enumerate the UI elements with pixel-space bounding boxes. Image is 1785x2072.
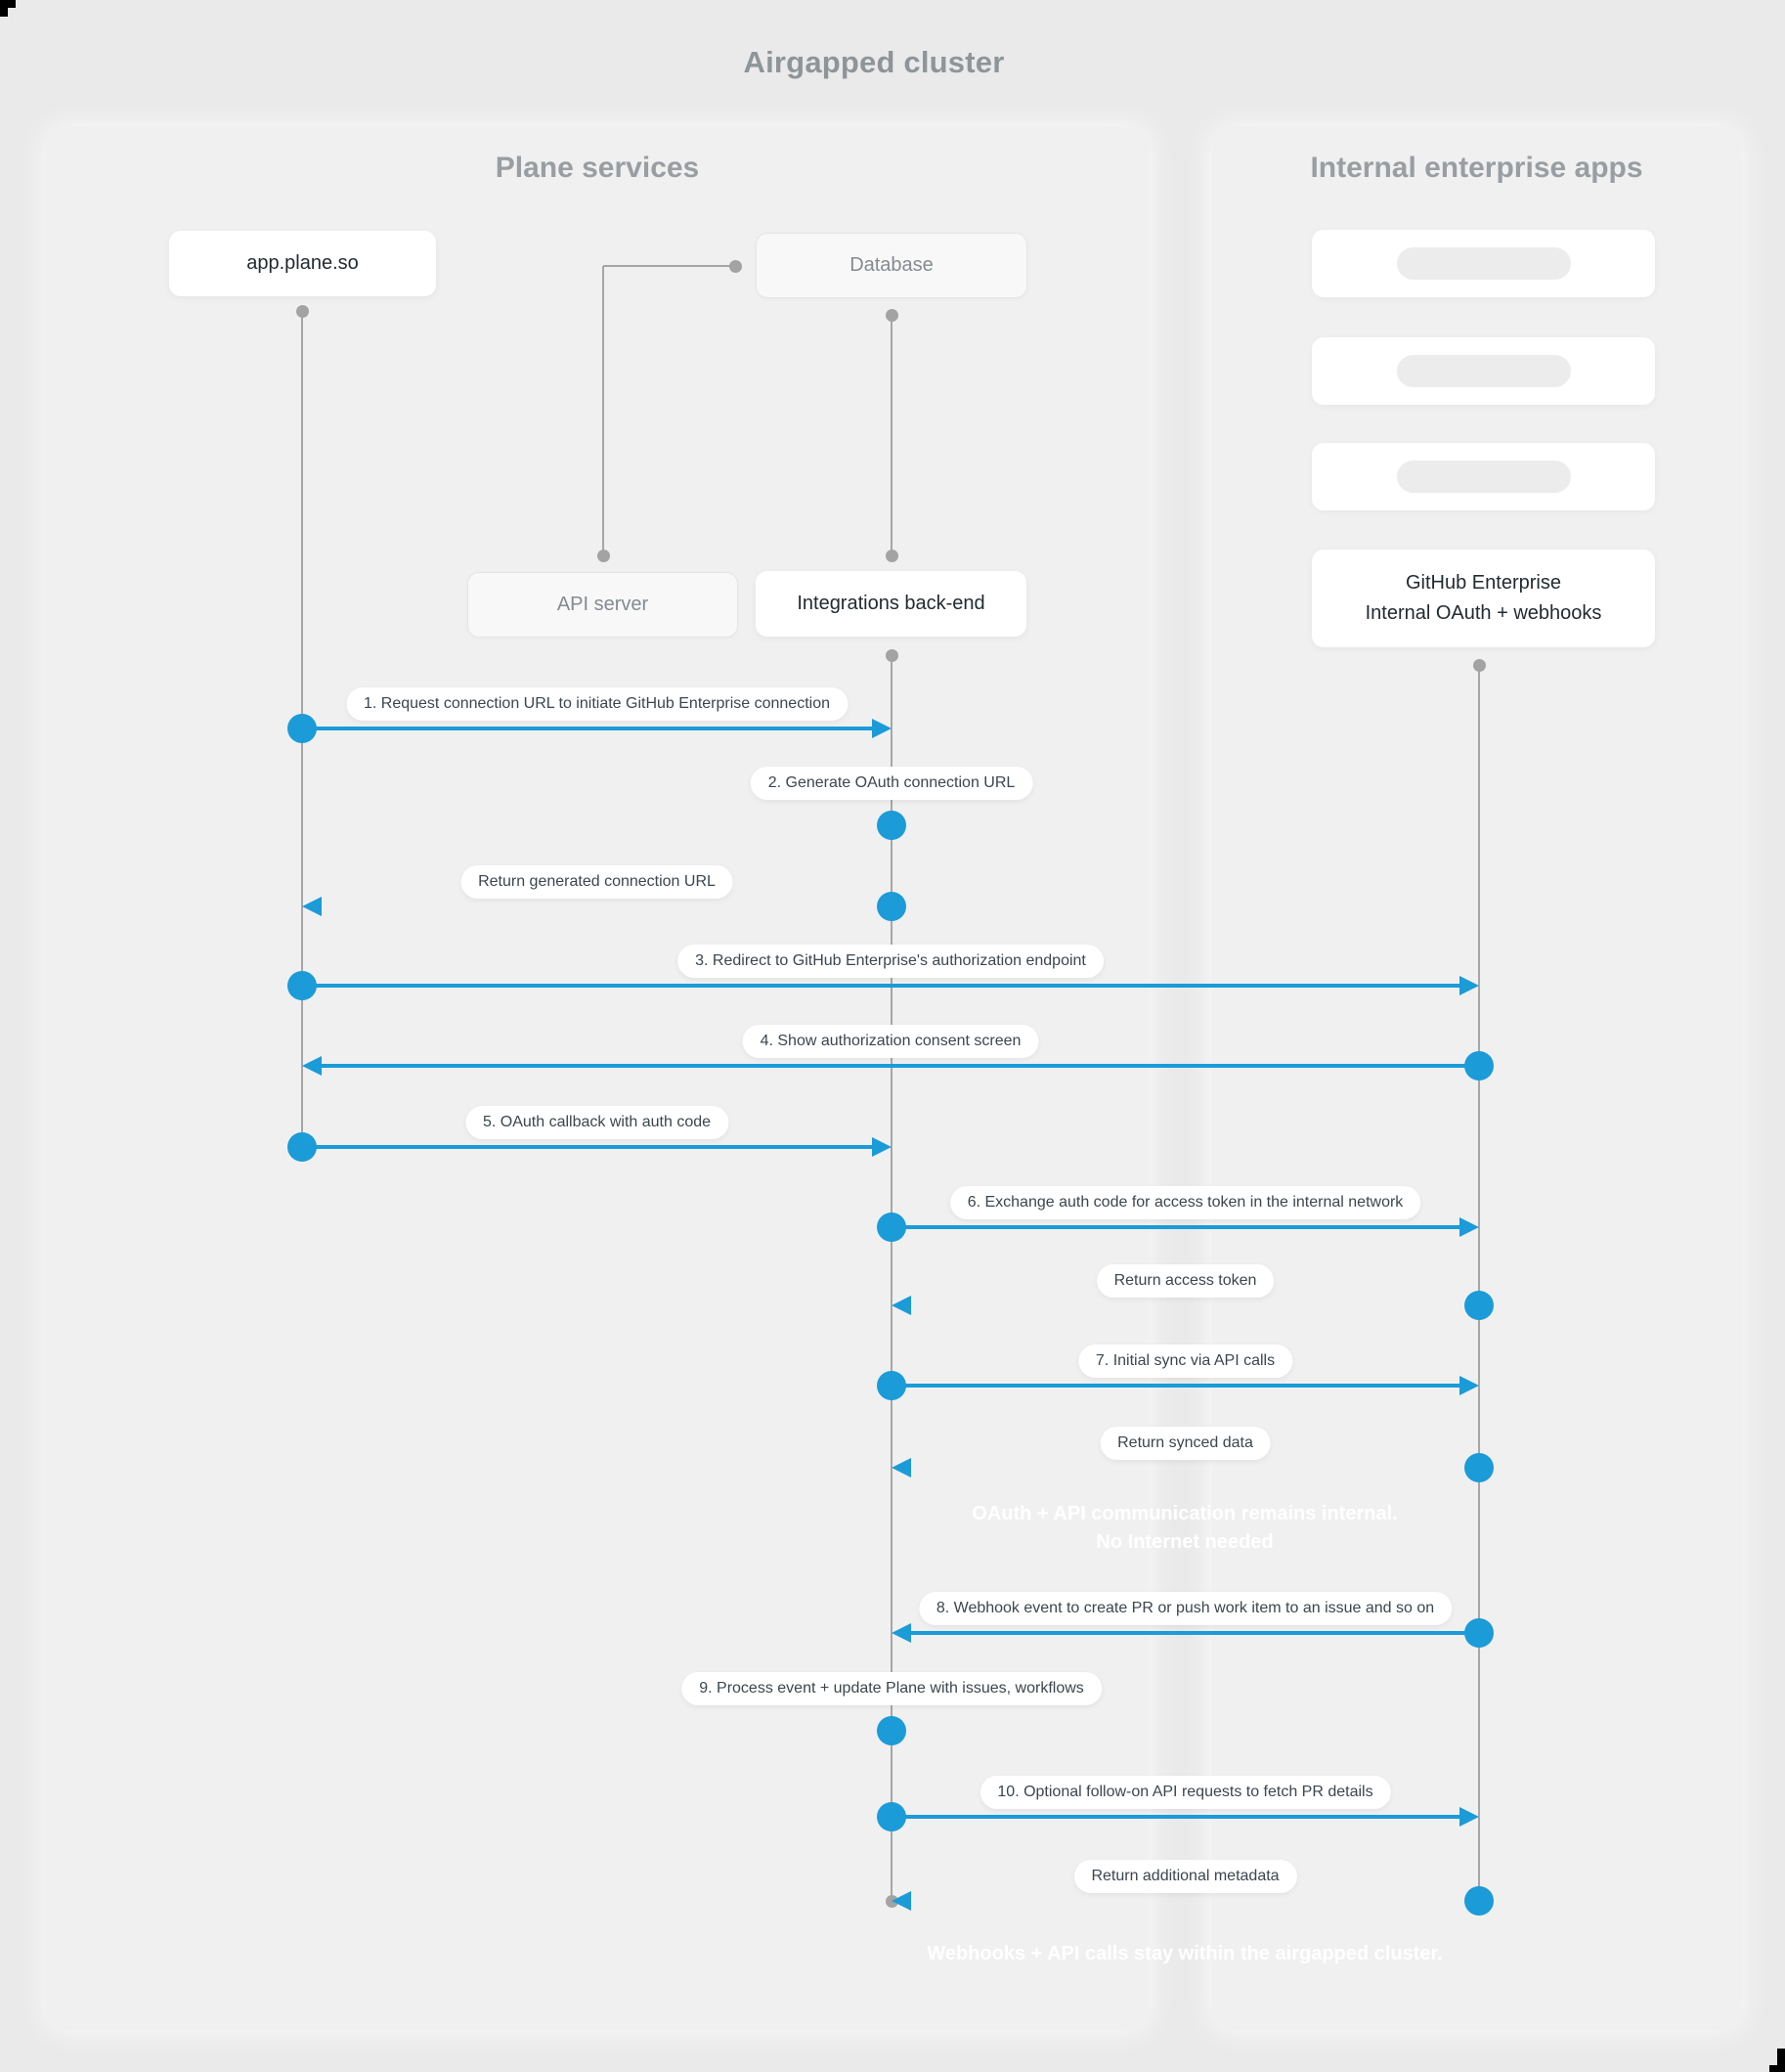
message-label: 2. Generate OAuth connection URL xyxy=(750,767,1033,800)
placeholder-bar xyxy=(1396,355,1571,387)
message-arrow-solid xyxy=(905,1631,1479,1635)
banner-line: Webhooks + API calls stay within the air… xyxy=(927,1942,1443,1964)
actor-github-enterprise-line1: GitHub Enterprise xyxy=(1406,572,1561,594)
actor-github-enterprise: GitHub Enterprise Internal OAuth + webho… xyxy=(1312,550,1655,647)
message-source-dot xyxy=(877,1212,906,1242)
message-label: 10. Optional follow-on API requests to f… xyxy=(980,1776,1391,1809)
message-label: 6. Exchange auth code for access token i… xyxy=(949,1186,1421,1219)
arrowhead xyxy=(1459,1217,1479,1237)
message-label: 3. Redirect to GitHub Enterprise's autho… xyxy=(677,945,1104,978)
placeholder-app-card xyxy=(1312,230,1655,297)
message-source-dot xyxy=(877,892,906,921)
self-action-dot xyxy=(877,811,906,840)
plane-services-header: Plane services xyxy=(495,152,700,184)
connector-api-server-horizontal xyxy=(603,265,735,267)
connector-api-server-vertical xyxy=(602,266,604,555)
self-action-dot xyxy=(877,1716,906,1745)
banner-line: OAuth + API communication remains intern… xyxy=(972,1503,1398,1524)
actor-database-label: Database xyxy=(849,254,934,276)
actor-api-server: API server xyxy=(467,572,738,638)
message-label: 1. Request connection URL to initiate Gi… xyxy=(345,687,849,721)
endpoint-dot xyxy=(295,304,309,318)
message-arrow-dashed xyxy=(316,904,892,908)
arrowhead xyxy=(872,1137,892,1157)
message-arrow-solid xyxy=(892,1815,1465,1819)
banner-internal-communication: OAuth + API communication remains intern… xyxy=(845,1493,1525,1564)
message-label: 9. Process event + update Plane with iss… xyxy=(681,1672,1102,1705)
placeholder-app-card xyxy=(1312,337,1655,405)
actor-app-plane-so-label: app.plane.so xyxy=(246,252,359,274)
endpoint-dot xyxy=(728,259,742,273)
message-arrow-dashed xyxy=(905,1899,1479,1903)
arrowhead xyxy=(302,1056,322,1076)
message-arrow-dashed xyxy=(905,1303,1479,1307)
arrowhead xyxy=(1459,1807,1479,1827)
banner-line: No Internet needed xyxy=(1096,1531,1274,1553)
crop-mark-bottom-right-2 xyxy=(1769,2065,1785,2072)
message-label: Return access token xyxy=(1096,1264,1275,1298)
crop-mark-top-left xyxy=(0,0,16,8)
endpoint-dot xyxy=(885,648,898,662)
actor-integrations-backend-label: Integrations back-end xyxy=(797,593,985,614)
endpoint-dot xyxy=(885,549,898,562)
endpoint-dot xyxy=(596,549,610,562)
message-source-dot xyxy=(1464,1051,1494,1080)
page-title: Airgapped cluster xyxy=(743,45,1005,79)
actor-integrations-backend: Integrations back-end xyxy=(756,571,1026,637)
message-arrow-dashed xyxy=(905,1466,1479,1470)
crop-mark-top-left-2 xyxy=(0,8,8,17)
message-source-dot xyxy=(287,1132,317,1162)
actor-github-enterprise-line2: Internal OAuth + webhooks xyxy=(1365,602,1602,624)
message-arrow-solid xyxy=(302,984,1465,988)
arrowhead xyxy=(1459,1376,1479,1395)
message-label: 4. Show authorization consent screen xyxy=(742,1025,1039,1058)
arrowhead xyxy=(892,1296,911,1315)
placeholder-bar xyxy=(1396,247,1571,280)
arrowhead xyxy=(892,1891,911,1911)
actor-api-server-label: API server xyxy=(556,594,649,615)
actor-database: Database xyxy=(756,233,1027,298)
message-label: 8. Webhook event to create PR or push wo… xyxy=(918,1592,1453,1625)
arrowhead xyxy=(892,1458,911,1477)
endpoint-dot xyxy=(1472,658,1486,672)
message-arrow-solid xyxy=(892,1225,1465,1229)
message-source-dot xyxy=(287,971,317,1000)
lifeline-integrations-backend xyxy=(891,655,892,1901)
plane-services-panel xyxy=(46,127,1149,2030)
arrowhead xyxy=(892,1623,911,1643)
message-arrow-solid xyxy=(302,727,878,730)
endpoint-dot xyxy=(885,308,898,322)
internal-enterprise-apps-header: Internal enterprise apps xyxy=(1310,152,1643,184)
message-label: Return generated connection URL xyxy=(460,865,733,899)
arrowhead xyxy=(872,719,892,738)
message-source-dot xyxy=(1464,1886,1494,1916)
message-arrow-solid xyxy=(316,1064,1479,1068)
message-source-dot xyxy=(287,714,317,743)
message-label: Return additional metadata xyxy=(1073,1860,1297,1893)
actor-app-plane-so: app.plane.so xyxy=(169,231,436,296)
connector-database-integrations xyxy=(891,315,892,555)
message-source-dot xyxy=(1464,1453,1494,1482)
arrowhead xyxy=(302,897,322,916)
message-label: Return synced data xyxy=(1100,1427,1271,1460)
placeholder-bar xyxy=(1396,461,1571,493)
message-arrow-solid xyxy=(302,1145,878,1149)
message-source-dot xyxy=(877,1371,906,1400)
banner-airgapped-cluster: Webhooks + API calls stay within the air… xyxy=(845,1931,1525,1976)
message-label: 5. OAuth callback with auth code xyxy=(464,1106,729,1139)
arrowhead xyxy=(1459,976,1479,995)
lifeline-github-enterprise xyxy=(1478,665,1480,1901)
message-arrow-solid xyxy=(892,1384,1465,1388)
message-source-dot xyxy=(1464,1291,1494,1320)
crop-mark-bottom-right xyxy=(1777,2049,1785,2072)
message-source-dot xyxy=(877,1802,906,1831)
message-source-dot xyxy=(1464,1618,1494,1648)
message-label: 7. Initial sync via API calls xyxy=(1077,1345,1293,1378)
placeholder-app-card xyxy=(1312,443,1655,510)
